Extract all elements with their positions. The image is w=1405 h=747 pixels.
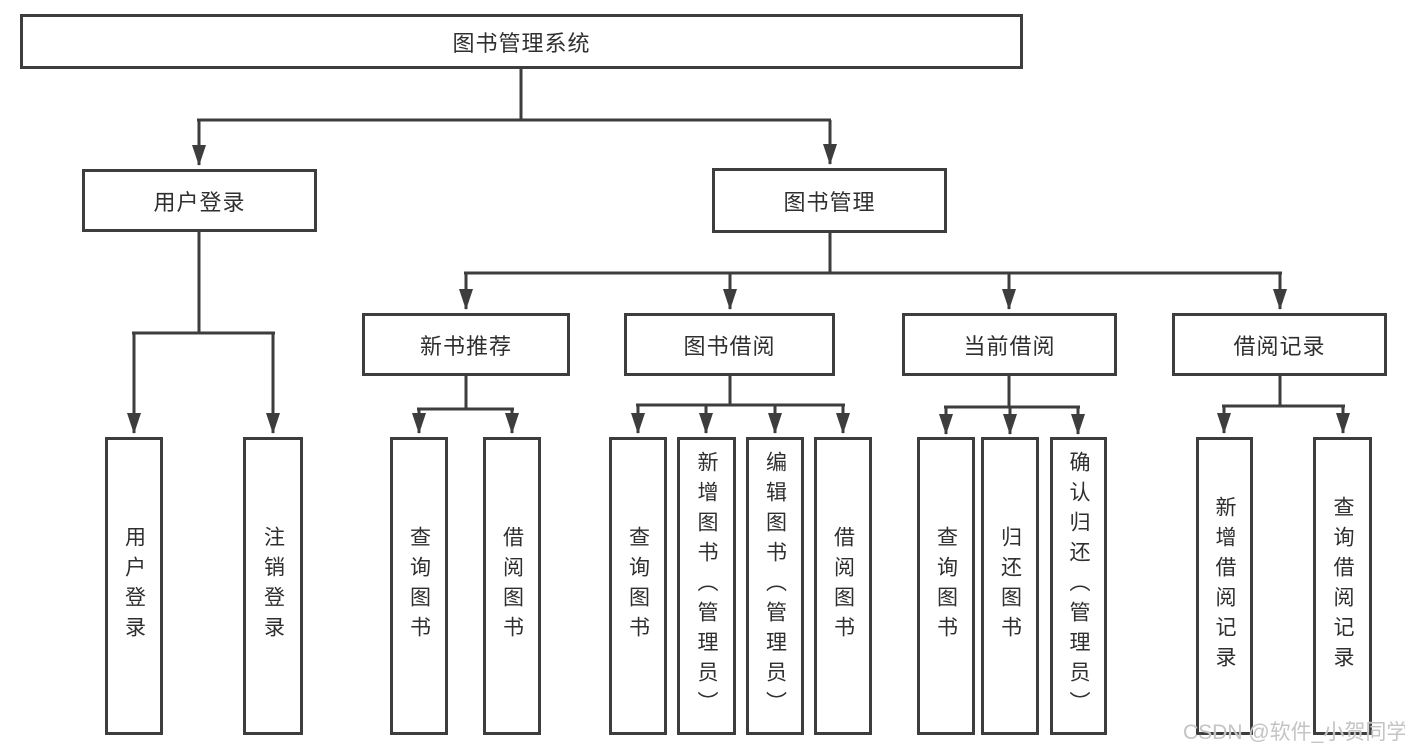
node-book-borrowing: 图书借阅: [624, 313, 835, 376]
leaf-label: 用户登录: [122, 526, 146, 646]
leaf-confirm-return-admin: 确认归还（管理员）: [1050, 437, 1107, 735]
leaf-label: 确认归还（管理员）: [1067, 451, 1090, 721]
node-label: 图书管理系统: [452, 30, 591, 56]
leaf-borrow-books-recommend: 借阅图书: [483, 437, 541, 735]
leaf-label: 查询借阅记录: [1331, 496, 1354, 676]
leaf-query-books-current: 查询图书: [917, 437, 975, 735]
leaf-label: 借阅图书: [500, 526, 524, 646]
node-current-borrowing: 当前借阅: [902, 313, 1117, 376]
leaf-query-books-borrowing: 查询图书: [609, 437, 667, 735]
leaf-add-books-admin: 新增图书（管理员）: [677, 437, 736, 735]
leaf-label: 归还图书: [998, 526, 1022, 646]
leaf-label: 查询图书: [626, 526, 650, 646]
leaf-label: 编辑图书（管理员）: [763, 451, 787, 721]
leaf-query-books-recommend: 查询图书: [390, 437, 448, 735]
node-label: 借阅记录: [1233, 333, 1326, 359]
node-borrowing-records: 借阅记录: [1172, 313, 1387, 376]
node-label: 用户登录: [153, 189, 246, 215]
leaf-logout-action: 注销登录: [243, 437, 303, 735]
node-user-login: 用户登录: [82, 169, 317, 232]
leaf-user-login-action: 用户登录: [105, 437, 163, 735]
leaf-return-books: 归还图书: [981, 437, 1039, 735]
node-label: 图书管理: [783, 189, 876, 215]
leaf-label: 新增借阅记录: [1213, 496, 1236, 676]
leaf-label: 借阅图书: [831, 526, 855, 646]
leaf-query-borrow-record: 查询借阅记录: [1313, 437, 1372, 735]
node-label: 当前借阅: [963, 333, 1056, 359]
leaf-edit-books-admin: 编辑图书（管理员）: [746, 437, 804, 735]
leaf-label: 查询图书: [407, 526, 431, 646]
node-book-management: 图书管理: [712, 168, 947, 233]
leaf-add-borrow-record: 新增借阅记录: [1196, 437, 1253, 735]
leaf-borrow-books-borrowing: 借阅图书: [814, 437, 872, 735]
leaf-label: 查询图书: [934, 526, 958, 646]
leaf-label: 新增图书（管理员）: [695, 451, 718, 721]
leaf-label: 注销登录: [261, 526, 285, 646]
node-new-book-recommend: 新书推荐: [362, 313, 570, 376]
node-label: 新书推荐: [419, 333, 512, 359]
node-library-management-system: 图书管理系统: [20, 14, 1023, 69]
node-label: 图书借阅: [683, 333, 776, 359]
csdn-watermark: CSDN @软件_小贺同学: [1183, 721, 1405, 744]
